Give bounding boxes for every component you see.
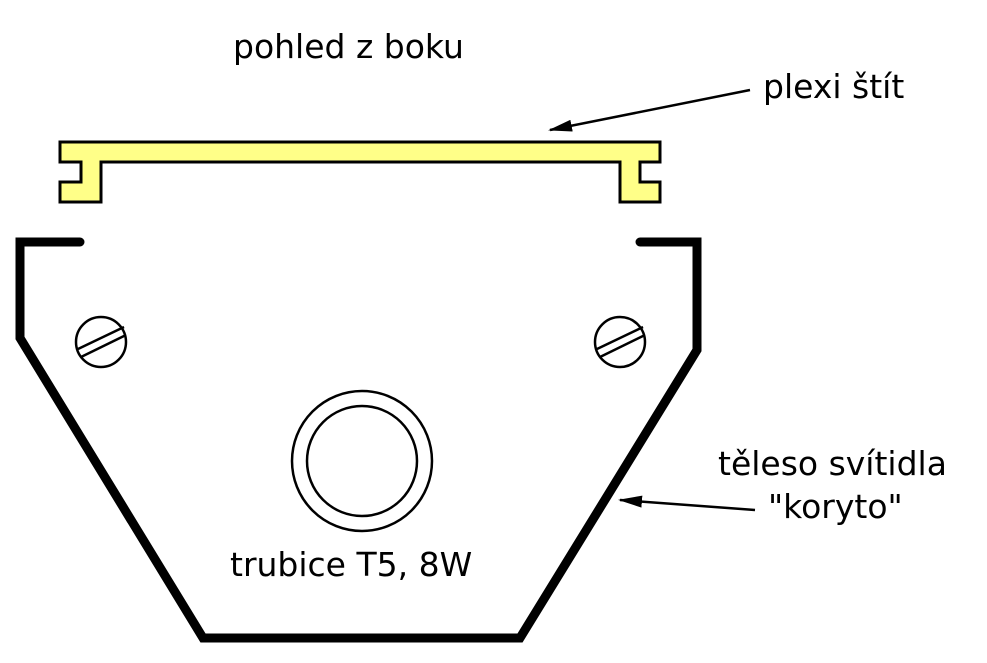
plexi-shield: [58, 140, 662, 204]
body-label-line2: "koryto": [768, 487, 903, 526]
tube-label: trubice T5, 8W: [230, 545, 473, 584]
arrow-body: [618, 495, 756, 512]
housing-trough: [15, 237, 702, 643]
title-label: pohled z boku: [233, 27, 464, 66]
screw-left: [74, 315, 128, 369]
plexi-label: plexi štít: [763, 67, 905, 106]
screw-right: [593, 315, 647, 369]
arrow-plexi: [548, 88, 751, 132]
tube-t5: [290, 389, 434, 533]
body-label-line1: těleso svítidla: [718, 444, 947, 483]
